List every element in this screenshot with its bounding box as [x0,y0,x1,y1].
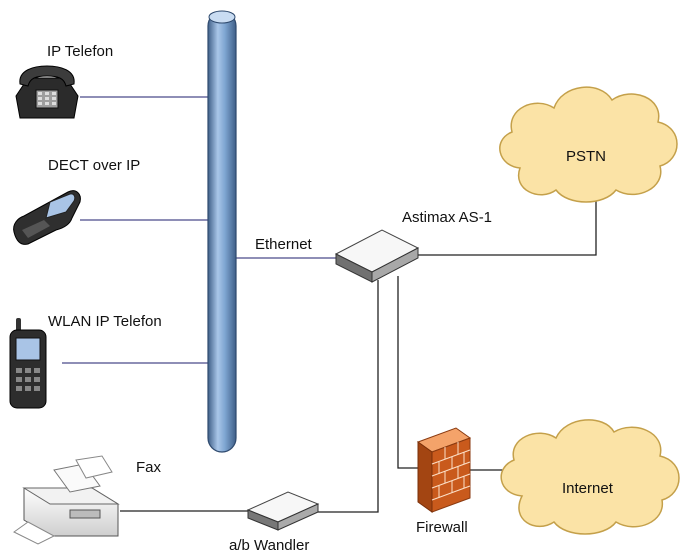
ab-label: a/b Wandler [229,537,309,554]
firewall-label: Firewall [416,519,468,536]
ethernet-label: Ethernet [255,236,313,253]
link-router-pstn [412,196,597,256]
wlan-label: WLAN IP Telefon [48,313,162,330]
internet-label: Internet [562,480,614,497]
pstn-label: PSTN [566,148,606,165]
link-router-firewall [397,276,418,469]
dect-label: DECT over IP [48,157,140,174]
ip-phone-label: IP Telefon [47,43,113,60]
fax-icon [13,455,120,545]
dect-phone-icon [13,190,81,245]
ethernet-backbone [207,10,237,453]
connection-lines [62,96,597,513]
firewall-icon [416,427,472,513]
pstn-cloud-icon [499,86,678,203]
astimax-label: Astimax AS-1 [402,209,492,226]
desk-phone-icon [15,65,79,119]
ab-adapter-icon [246,491,320,531]
fax-label: Fax [136,459,162,476]
wlan-phone-icon [9,318,47,409]
internet-cloud-icon [500,419,680,535]
link-router-ab [318,280,379,513]
router-icon [334,229,420,283]
